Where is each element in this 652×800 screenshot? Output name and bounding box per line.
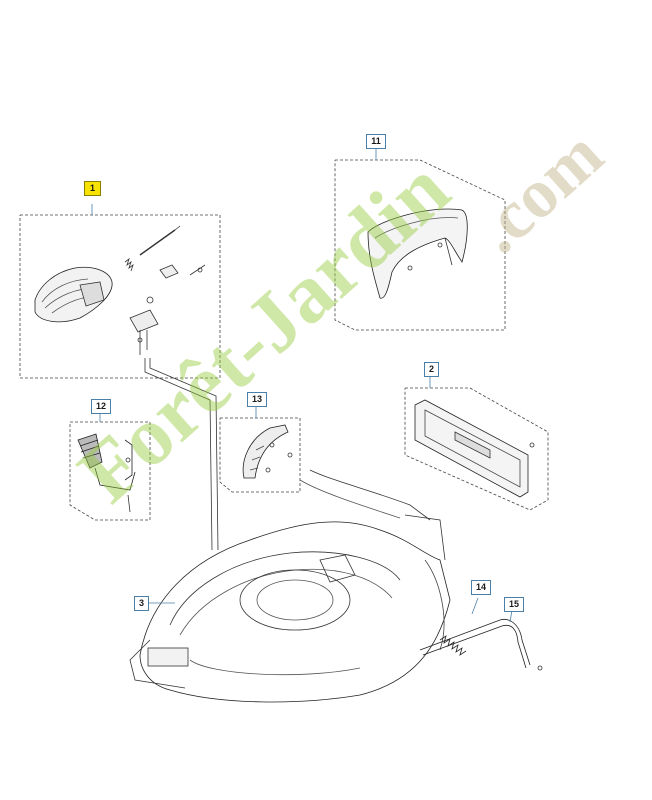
group-11-dashed-box — [334, 159, 506, 331]
callout-3: 3 — [134, 596, 149, 611]
group-2-dashed-box — [404, 387, 549, 511]
mower-deck — [129, 469, 451, 703]
callout-15: 15 — [504, 597, 524, 612]
group-11-rear-flap — [334, 148, 506, 331]
deck-blade-dome — [239, 569, 351, 631]
part-14-spring — [439, 597, 479, 656]
group-2-plate — [404, 376, 549, 511]
group-13-dashed-box — [219, 417, 301, 493]
part-15-rod — [419, 609, 543, 671]
side-cover — [242, 424, 289, 479]
callout-2: 2 — [424, 362, 439, 377]
lever-grip — [77, 433, 103, 469]
callout-1: 1 — [84, 181, 101, 196]
group-1-dashed-box — [19, 214, 221, 379]
control-lever-housing — [34, 266, 113, 323]
callout-14: 14 — [471, 580, 491, 595]
callout-11: 11 — [366, 134, 386, 149]
group-12-lever — [69, 412, 151, 521]
rear-flap — [367, 208, 468, 299]
callout-12: 12 — [91, 399, 111, 414]
deck-outline — [139, 521, 451, 703]
callout-13: 13 — [247, 392, 267, 407]
group-12-dashed-box — [69, 421, 151, 521]
group-1-throttle-control — [19, 204, 221, 379]
group-13-side-cover — [219, 406, 301, 493]
throttle-cable — [144, 358, 213, 551]
